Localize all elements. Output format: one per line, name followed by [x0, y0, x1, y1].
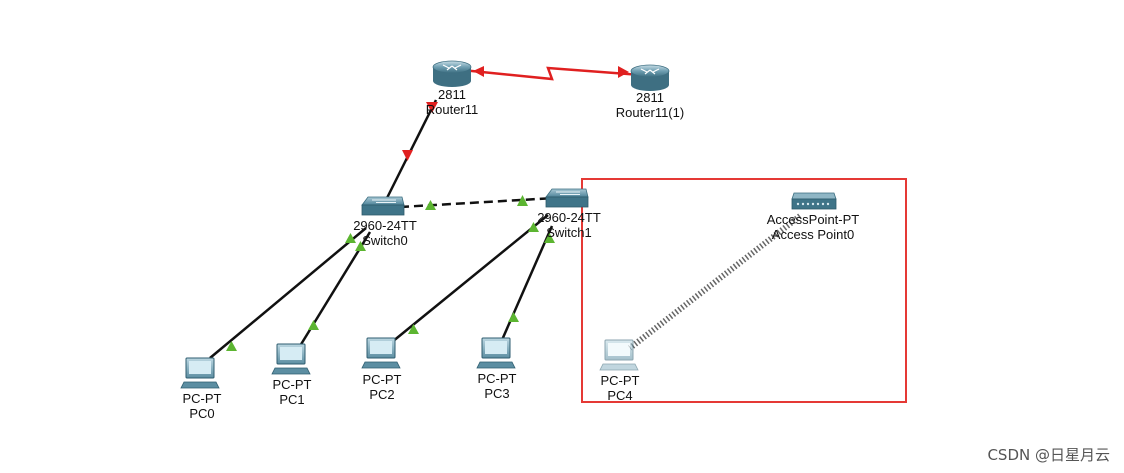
pc-icon[interactable]: [361, 337, 401, 369]
highlight-box: [581, 178, 907, 403]
links: [209, 66, 802, 359]
pc3-label: PC-PT PC3: [478, 371, 517, 401]
link-down-marker: [402, 150, 413, 161]
pc4-model: PC-PT: [600, 373, 640, 388]
link-up-marker: [345, 233, 356, 243]
link-status-markers: [226, 66, 629, 351]
pc-icon[interactable]: [476, 337, 516, 369]
link-up-marker: [508, 312, 519, 322]
link-up-marker: [425, 200, 436, 210]
pc2-model: PC-PT: [362, 372, 402, 387]
pc0-name: PC0: [189, 406, 215, 421]
pc3-name: PC3: [484, 386, 510, 401]
switch1-model: 2960-24TT: [537, 210, 601, 225]
router0-label: 2811 Router11: [426, 87, 479, 117]
pc1-label: PC-PT PC1: [273, 377, 312, 407]
switch0-name: Switch0: [362, 233, 408, 248]
link-up-marker: [517, 195, 528, 206]
link-up-marker: [226, 341, 237, 351]
pc2-name: PC2: [369, 387, 395, 402]
ap0-label: AccessPoint-PT Access Point0: [767, 212, 859, 242]
pc-icon[interactable]: [271, 343, 311, 375]
link-up-marker: [355, 241, 366, 251]
switch-icon[interactable]: [361, 196, 405, 216]
switch0-label: 2960-24TT Switch0: [353, 218, 417, 248]
link-switch0-switch1[interactable]: [399, 196, 556, 209]
router-icon[interactable]: [630, 64, 670, 91]
wireless-link-ap0-pc4[interactable]: [628, 213, 802, 351]
pc1-name: PC1: [279, 392, 305, 407]
pc4-label: PC-PT PC4: [601, 373, 640, 403]
serial-link-router0-router1[interactable]: [461, 66, 642, 81]
pc0-label: PC-PT PC0: [183, 391, 222, 421]
switch1-label: 2960-24TT Switch1: [537, 210, 601, 240]
ap0-name: Access Point0: [771, 227, 855, 242]
router-icon[interactable]: [432, 60, 472, 87]
switch0-model: 2960-24TT: [353, 218, 417, 233]
router1-model: 2811: [636, 90, 664, 105]
pc-icon[interactable]: [180, 357, 220, 389]
link-switch0-pc0[interactable]: [209, 227, 367, 359]
switch-icon[interactable]: [545, 188, 589, 208]
pc-icon[interactable]: [599, 339, 639, 371]
link-down-marker: [618, 66, 629, 78]
router0-model: 2811: [438, 87, 466, 102]
link-up-marker: [528, 222, 539, 232]
pc1-model: PC-PT: [272, 377, 312, 392]
link-up-marker: [408, 324, 419, 334]
access-point-icon[interactable]: [791, 192, 837, 210]
router1-label: 2811 Router11(1): [616, 90, 684, 120]
link-down-marker: [473, 66, 484, 77]
pc2-label: PC-PT PC2: [363, 372, 402, 402]
pc3-model: PC-PT: [477, 371, 517, 386]
link-switch1-pc3[interactable]: [500, 225, 554, 341]
router0-name: Router11: [425, 102, 479, 117]
switch1-name: Switch1: [546, 225, 592, 240]
link-switch1-pc2[interactable]: [391, 214, 549, 343]
link-up-marker: [308, 320, 319, 330]
pc4-name: PC4: [607, 388, 633, 403]
pc0-model: PC-PT: [182, 391, 222, 406]
router1-name: Router11(1): [615, 105, 685, 120]
link-up-marker: [544, 233, 555, 243]
link-down-marker: [426, 102, 438, 113]
ap0-model: AccessPoint-PT: [766, 212, 860, 227]
watermark: CSDN @日星月云: [987, 446, 1110, 464]
